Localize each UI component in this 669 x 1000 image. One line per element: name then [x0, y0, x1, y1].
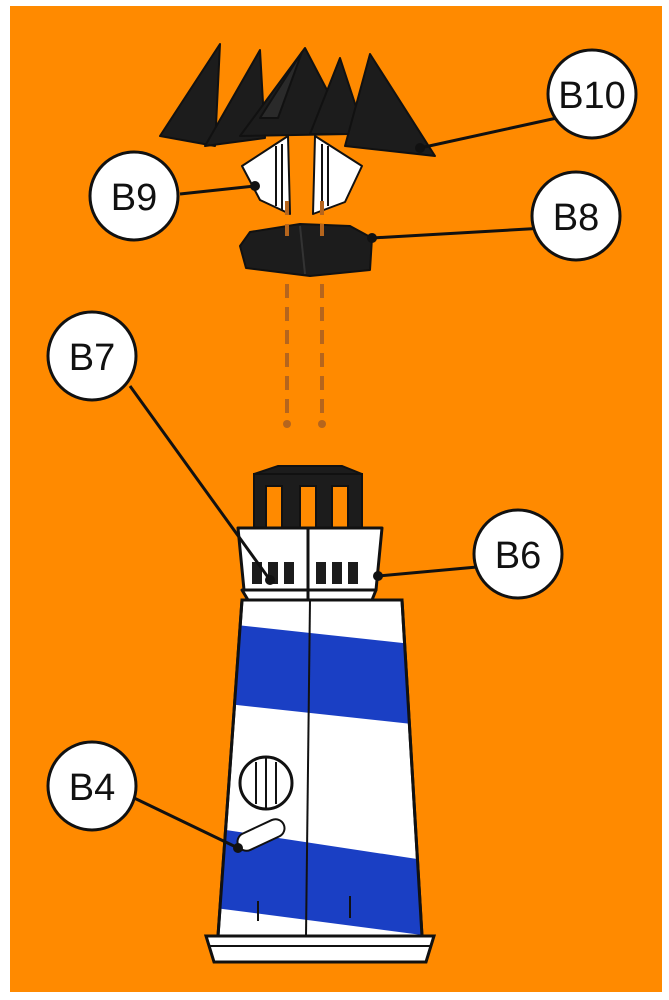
callout-b10-label: B10 — [558, 75, 626, 117]
tower-base — [206, 936, 434, 962]
lantern-base-part-b8 — [240, 224, 372, 276]
callout-b10: B10 — [548, 50, 636, 138]
lighthouse-assembly-diagram: B10 B9 B8 B7 B6 B4 — [10, 6, 662, 992]
callout-b6-label: B6 — [495, 535, 541, 577]
callout-b9-label: B9 — [111, 177, 157, 219]
callout-b7-label: B7 — [69, 337, 115, 379]
callout-b6: B6 — [474, 510, 562, 598]
callout-b4-label: B4 — [69, 767, 115, 809]
callout-b4: B4 — [48, 742, 136, 830]
callout-b7: B7 — [48, 312, 136, 400]
callout-b9: B9 — [90, 152, 178, 240]
callout-b8: B8 — [532, 172, 620, 260]
callout-b8-label: B8 — [553, 197, 599, 239]
diagram-panel: B10 B9 B8 B7 B6 B4 — [10, 6, 662, 992]
